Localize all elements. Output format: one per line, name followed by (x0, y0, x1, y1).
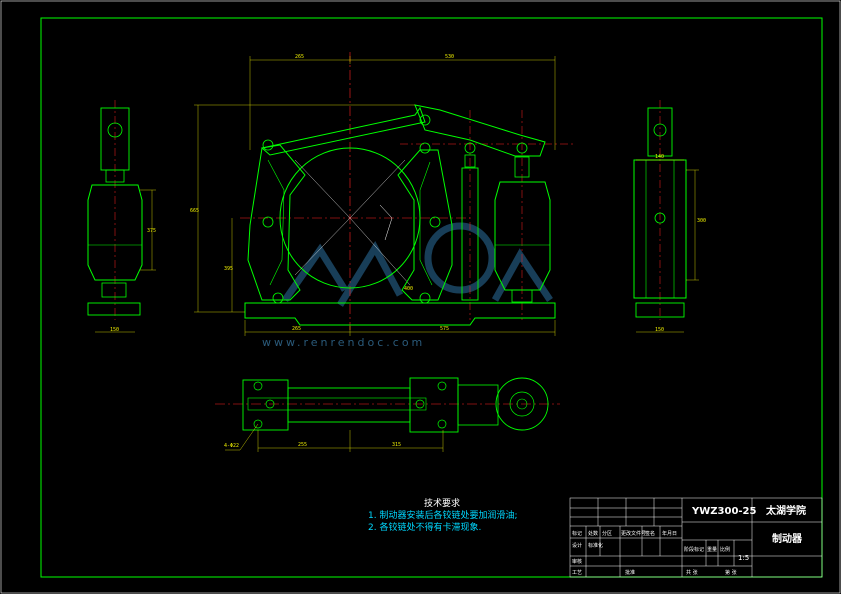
arc-label: 400 (404, 286, 413, 292)
left-side-view: 375 150 (87, 100, 156, 333)
right-shoe (419, 161, 433, 286)
dim-left-height: 665 (190, 208, 199, 214)
construction-line (349, 217, 411, 286)
tb-header-5: 年月日 (662, 530, 677, 537)
tb-approve-2: 批准 (625, 569, 635, 576)
watermark-text: www.renrendoc.com (262, 336, 425, 349)
thruster-link (464, 154, 476, 168)
left-view-dimension-lines (95, 189, 156, 333)
left-view-foot (101, 282, 127, 298)
plan-rod (247, 397, 427, 411)
tb-scale-label: 比例 (720, 546, 730, 553)
tb-sheet-number: 第 张 (725, 569, 737, 576)
dim-left-view-base: 150 (110, 327, 119, 333)
plan-thruster-circle (495, 377, 549, 431)
front-view: 400 (190, 52, 575, 336)
plan-bar (287, 387, 411, 423)
title-school: 太湖学院 (765, 504, 806, 517)
tb-weight-label: 重量 (707, 546, 717, 553)
tb-approve-1: 工艺 (572, 570, 582, 576)
tb-sheet-total: 共 张 (686, 569, 698, 576)
tb-header-3: 更改文件号 (621, 530, 646, 537)
thruster-foot (511, 289, 533, 303)
plan-left-block (242, 379, 289, 431)
triangular-lever (414, 104, 546, 157)
front-dimension-lines (194, 56, 556, 336)
tb-header-0: 标记 (572, 530, 582, 537)
plan-link (457, 384, 499, 426)
plan-dimension-lines (225, 423, 444, 452)
dim-right-view-top: 140 (655, 154, 664, 160)
plan-bolt-holes (253, 381, 447, 429)
title-part-name: 制动器 (772, 532, 803, 545)
tb-header-1: 处数 (588, 530, 598, 537)
right-side-view: 300 150 140 (633, 100, 706, 333)
title-model: YWZ300-25 (691, 506, 757, 517)
right-view-center-pin (654, 212, 666, 224)
notes-line-2: 2. 各铰链处不得有卡滞现象. (368, 521, 481, 533)
dim-right-view-base: 150 (655, 327, 664, 333)
dim-plan-callout: 4-Φ22 (224, 443, 239, 449)
construction-line (349, 159, 406, 219)
dim-bottom-left: 265 (292, 326, 301, 332)
notes-title: 技术要求 (424, 497, 460, 509)
left-view-base (87, 302, 141, 316)
tb-row-design: 设计 (572, 542, 582, 549)
base-plate (244, 302, 556, 326)
angle-arc (379, 204, 393, 241)
plan-right-block (409, 377, 459, 433)
dim-left-view-height: 375 (147, 228, 156, 234)
title-scale: 1:5 (738, 554, 749, 562)
right-view-dimension-lines (636, 159, 699, 333)
tb-row-standard: 标准化 (588, 542, 603, 549)
tb-stage-label: 阶段标记 (684, 546, 704, 553)
notes-line-1: 1. 制动器安装后各铰链处要加润滑油; (368, 509, 517, 521)
top-lever (260, 106, 426, 156)
dim-top-right: 530 (445, 54, 454, 60)
left-shoe (267, 159, 285, 286)
dim-plan-right: 315 (392, 442, 401, 448)
tb-approve-0: 审核 (572, 558, 582, 565)
construction-line (294, 159, 351, 219)
right-brake-arm (397, 149, 453, 301)
watermark-logo (282, 222, 553, 307)
title-block (569, 497, 823, 578)
right-view-top-bracket (647, 107, 673, 157)
left-view-link (105, 169, 125, 183)
thruster-rod (461, 167, 479, 301)
technical-notes: 技术要求 1. 制动器安装后各铰链处要加润滑油; 2. 各铰链处不得有卡滞现象. (368, 497, 517, 533)
plan-view: 255 315 4-Φ22 (215, 377, 560, 452)
drawing-frame (40, 17, 823, 578)
right-view-base (635, 302, 685, 318)
left-view-thruster (87, 184, 143, 281)
plan-thruster-inner (509, 391, 535, 417)
dim-plan-left: 255 (298, 442, 307, 448)
tb-header-4: 签名 (645, 530, 655, 537)
dim-top-left: 265 (295, 54, 304, 60)
actuator-link (514, 156, 530, 178)
right-view-pin (653, 123, 667, 137)
electro-hydraulic-thruster (494, 181, 551, 291)
construction-line (294, 217, 351, 276)
plan-thruster-hub (516, 398, 528, 410)
dim-right-view-height: 300 (697, 218, 706, 224)
dim-left-mid: 395 (224, 266, 233, 272)
left-brake-arm (247, 144, 306, 301)
tb-header-2: 分区 (602, 530, 612, 537)
dim-bottom-right: 575 (440, 326, 449, 332)
left-view-pin (107, 122, 123, 138)
